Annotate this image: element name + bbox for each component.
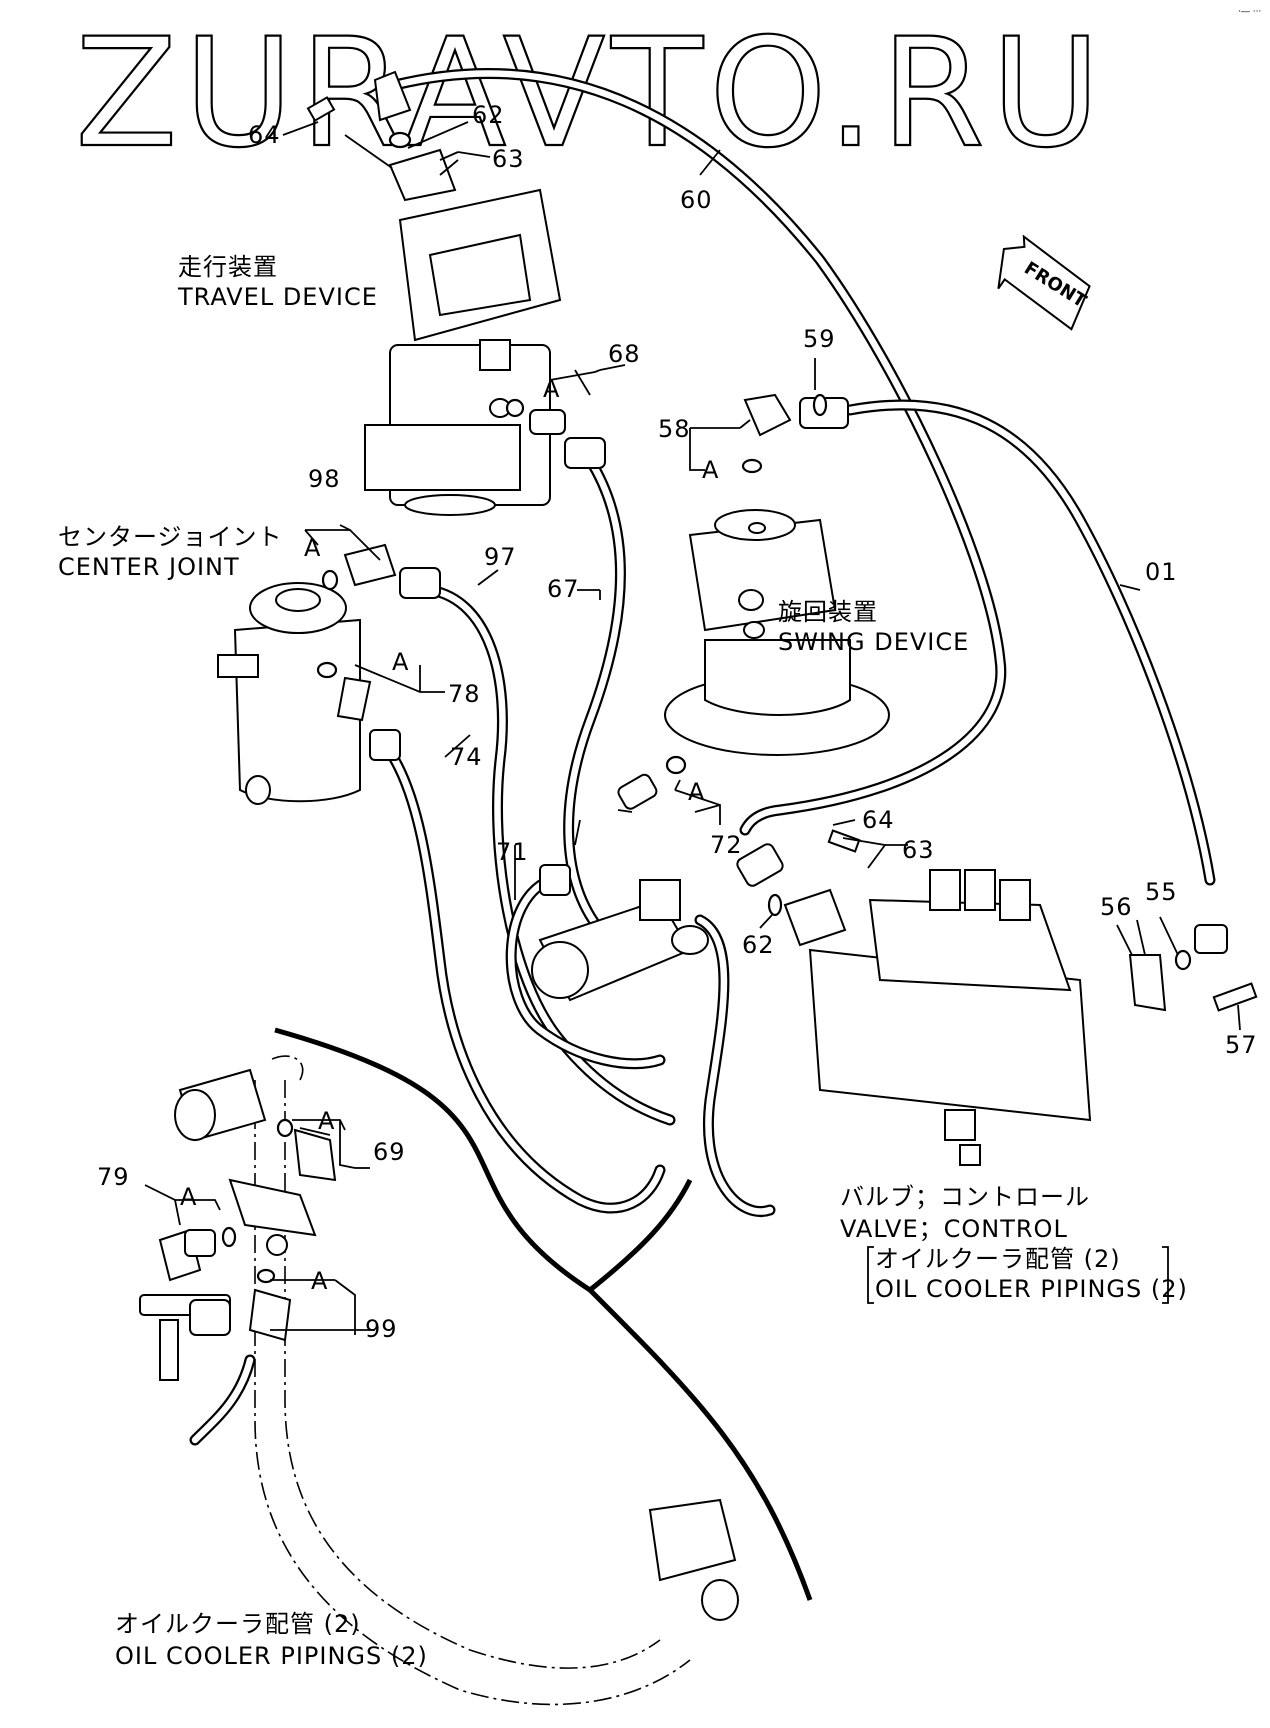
oil-cooler-en: OIL COOLER PIPINGS (2) [115, 1642, 428, 1670]
leader-lines [144, 121, 1241, 1335]
control-valve [808, 869, 1092, 1166]
a-mark-99: A [311, 1267, 328, 1295]
oil-cooler-en-bracket: OIL COOLER PIPINGS (2) [875, 1275, 1188, 1303]
travel-device [364, 188, 562, 516]
center-joint [217, 582, 361, 805]
hose-01 [844, 399, 1216, 886]
fittings-top [306, 70, 457, 202]
bracket-arc [274, 1027, 813, 1601]
fitting-68 [505, 398, 606, 469]
callout-99: 99 [365, 1315, 398, 1343]
callout-58: 58 [658, 415, 691, 443]
fitting-98 [321, 543, 441, 599]
front-arrow: FRONT [997, 234, 1091, 331]
callout-55: 55 [1145, 878, 1178, 906]
callout-74: 74 [450, 743, 483, 771]
callout-64-top: 64 [248, 121, 281, 149]
a-mark-98: A [304, 534, 321, 562]
callout-63-top: 63 [492, 145, 525, 173]
callout-97: 97 [484, 543, 517, 571]
callout-62-top: 62 [472, 101, 505, 129]
callout-68: 68 [608, 340, 641, 368]
callout-62-mid: 62 [742, 931, 775, 959]
bracket-left [867, 1246, 874, 1304]
a-mark-72: A [688, 778, 705, 806]
center-joint-en: CENTER JOINT [58, 553, 240, 581]
callout-01: 01 [1145, 558, 1178, 586]
callout-78: 78 [448, 680, 481, 708]
a-mark-68: A [543, 375, 560, 403]
hose-60 [389, 68, 1007, 836]
swing-device-en: SWING DEVICE [778, 628, 969, 656]
watermark-text: ZURAVTO.RU [75, 7, 1107, 181]
callout-64-mid: 64 [862, 806, 895, 834]
valve-jp: バルブ；コントロール [840, 1183, 1090, 1211]
fittings-mid [736, 829, 861, 947]
hose-return [694, 914, 776, 1217]
center-joint-jp: センタージョイント [58, 523, 283, 551]
fittings-right [1128, 924, 1258, 1012]
swing-device-jp: 旋回装置 [778, 598, 878, 626]
valve-block [531, 879, 709, 1002]
hose-71 [505, 874, 666, 1070]
swing-device [664, 509, 890, 756]
callout-98: 98 [308, 465, 341, 493]
travel-device-jp: 走行装置 [178, 253, 278, 281]
callout-69: 69 [373, 1138, 406, 1166]
callout-60: 60 [680, 186, 713, 214]
hose-lower-left [189, 1354, 256, 1446]
valve-en: VALVE；CONTROL [840, 1215, 1068, 1243]
callout-63-mid: 63 [902, 836, 935, 864]
travel-device-en: TRAVEL DEVICE [177, 283, 378, 311]
callout-56: 56 [1100, 893, 1133, 921]
corner-mark: ·― ··· [1238, 7, 1261, 17]
fittings-58-59 [741, 393, 849, 474]
part-numbers: 64 62 63 60 68 59 58 98 97 67 01 78 74 6… [97, 101, 1258, 1343]
callout-57: 57 [1225, 1031, 1258, 1059]
fittings-lower-left [139, 1068, 337, 1381]
bracket-arc-upper [588, 1178, 693, 1292]
oil-cooler-jp: オイルクーラ配管 (2) [115, 1610, 361, 1638]
a-mark-78: A [392, 648, 409, 676]
oil-cooler-piping-dashed [254, 1055, 691, 1706]
component-labels: 走行装置 TRAVEL DEVICE センタージョイント CENTER JOIN… [58, 253, 1188, 1670]
oil-cooler-block [648, 1498, 739, 1621]
hose-97 [424, 584, 676, 1126]
callout-71: 71 [496, 838, 529, 866]
a-mark-69: A [318, 1107, 335, 1135]
a-marks: A A A A A A A A [180, 375, 719, 1295]
a-mark-79: A [180, 1183, 197, 1211]
a-mark-58: A [702, 456, 719, 484]
bracket-right [1162, 1246, 1169, 1304]
oil-cooler-jp-bracket: オイルクーラ配管 (2) [875, 1245, 1121, 1273]
callout-72: 72 [710, 831, 743, 859]
fitting-78 [316, 661, 401, 761]
callout-67: 67 [547, 575, 580, 603]
callout-59: 59 [803, 325, 836, 353]
hose-74 [379, 739, 666, 1214]
fitting-72 [539, 755, 687, 896]
hose-67 [563, 454, 626, 936]
callout-79: 79 [97, 1163, 130, 1191]
